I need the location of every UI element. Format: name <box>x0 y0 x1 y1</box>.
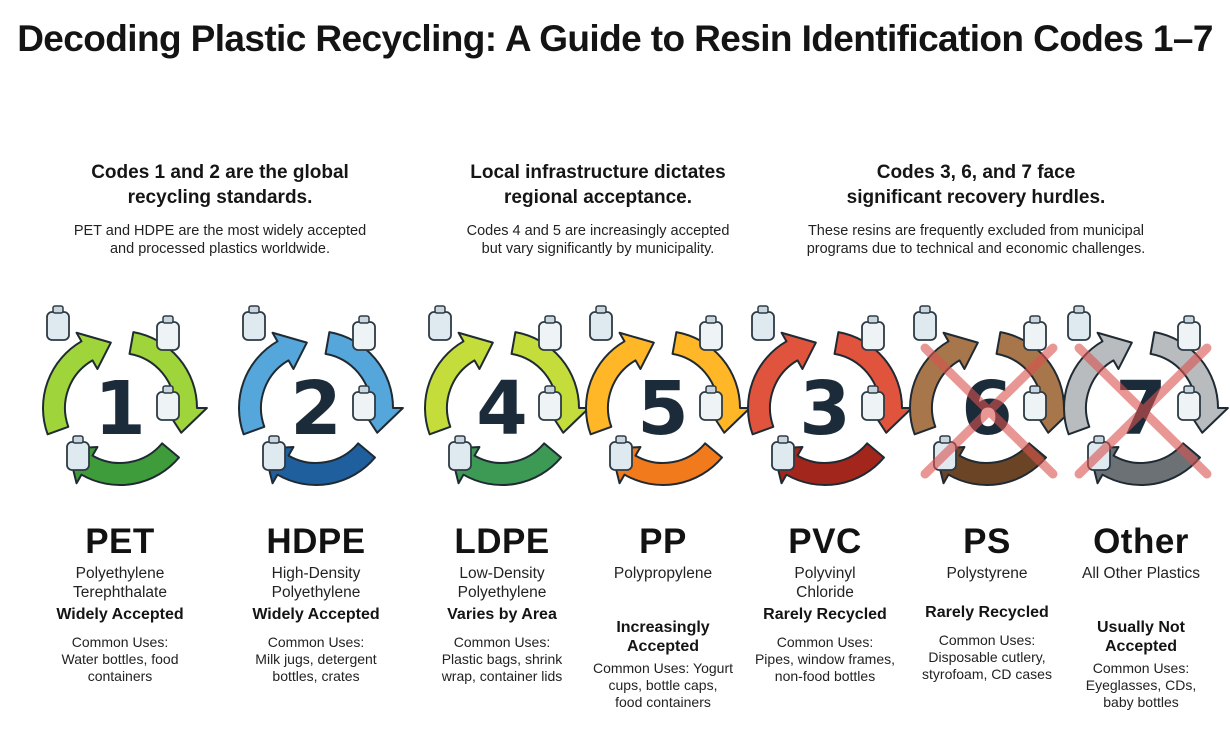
not-recyclable-cross-icon <box>1074 343 1212 479</box>
recycling-symbol-icon: 3 <box>747 305 913 486</box>
jug-and-carton-icons <box>242 305 376 471</box>
group-subtext: PET and HDPE are the most widely accepte… <box>73 223 367 257</box>
group-heading: Local infrastructure dictates regional a… <box>470 162 726 208</box>
recycling-symbol-icon: 1 <box>42 305 208 486</box>
resin-code-number: 5 <box>637 366 689 452</box>
acceptance-status: Widely Accepted <box>56 606 184 623</box>
yogurt-cup-and-bottle-cap-icons <box>589 305 723 471</box>
common-uses-list: Disposable cutlery,styrofoam, CD cases <box>922 649 1052 682</box>
common-uses-label: Common Uses: <box>71 634 169 650</box>
resin-full-name: Polystyrene <box>946 565 1028 582</box>
resin-full-name: All Other Plastics <box>1081 565 1200 582</box>
acceptance-status: Rarely Recycled <box>925 604 1049 621</box>
resin-full-name: Polypropylene <box>613 565 713 582</box>
plastic-bottle-and-food-container-icons <box>46 305 180 471</box>
group-subtext: Codes 4 and 5 are increasingly accepted … <box>466 223 730 257</box>
recycling-symbol-icon: 5 <box>585 305 751 486</box>
group-subtext: These resins are frequently excluded fro… <box>806 223 1146 257</box>
resin-code-number: 3 <box>799 366 851 452</box>
recycling-symbol-icon: 7 <box>1063 305 1229 486</box>
common-uses-list: cups, bottle caps,food containers <box>608 677 718 710</box>
plastic-bag-and-wrap-roll-icons <box>428 305 562 471</box>
common-uses-list: Eyeglasses, CDs,baby bottles <box>1085 677 1197 710</box>
acceptance-status: Varies by Area <box>447 606 557 623</box>
page-title: Decoding Plastic Recycling: A Guide to R… <box>17 18 1213 59</box>
common-uses-label: Common Uses: <box>938 632 1036 648</box>
group-heading: Codes 3, 6, and 7 face significant recov… <box>846 162 1106 208</box>
recycling-arrow <box>585 331 655 436</box>
resin-code-number: 1 <box>94 366 146 452</box>
pipe-and-window-frame-icons <box>751 305 885 471</box>
recycling-arrow <box>747 331 817 436</box>
group-global-standards: Codes 1 and 2 are the global recycling s… <box>60 160 380 258</box>
resin-abbreviation: PET <box>85 522 155 561</box>
recycling-arrow <box>909 331 979 436</box>
recycling-arrow <box>1063 331 1133 436</box>
common-uses-label: Common Uses: <box>776 634 874 650</box>
resin-abbreviation: LDPE <box>454 522 550 561</box>
resin-abbreviation: PP <box>639 522 687 561</box>
common-uses-list: Pipes, window frames,non-food bottles <box>754 651 896 684</box>
resin-code-number: 2 <box>290 366 342 452</box>
common-uses-label: Common Uses: <box>267 634 365 650</box>
group-heading: Codes 1 and 2 are the global recycling s… <box>91 162 349 208</box>
recycling-arrow <box>42 331 112 436</box>
recycling-symbol-icon: 2 <box>238 305 404 486</box>
recycling-arrow <box>238 331 308 436</box>
common-uses-label: Common Uses: <box>1092 660 1190 676</box>
resin-code-number: 4 <box>476 366 528 452</box>
recycling-arrow <box>424 331 494 436</box>
acceptance-status: Widely Accepted <box>252 606 380 623</box>
common-uses-label: Common Uses: <box>453 634 551 650</box>
resin-abbreviation: PS <box>963 522 1011 561</box>
common-uses-label: Common Uses: Yogurt <box>592 660 734 676</box>
group-recovery-hurdles: Codes 3, 6, and 7 face significant recov… <box>790 160 1162 258</box>
acceptance-status: Rarely Recycled <box>763 606 887 623</box>
recycling-symbol-icon: 6 <box>909 305 1075 486</box>
recycling-symbol-icon: 4 <box>424 305 590 486</box>
group-regional-acceptance: Local infrastructure dictates regional a… <box>440 160 756 258</box>
resin-abbreviation: Other <box>1093 522 1189 561</box>
resin-abbreviation: PVC <box>788 522 862 561</box>
not-recyclable-cross-icon <box>920 343 1058 479</box>
resin-abbreviation: HDPE <box>266 522 366 561</box>
